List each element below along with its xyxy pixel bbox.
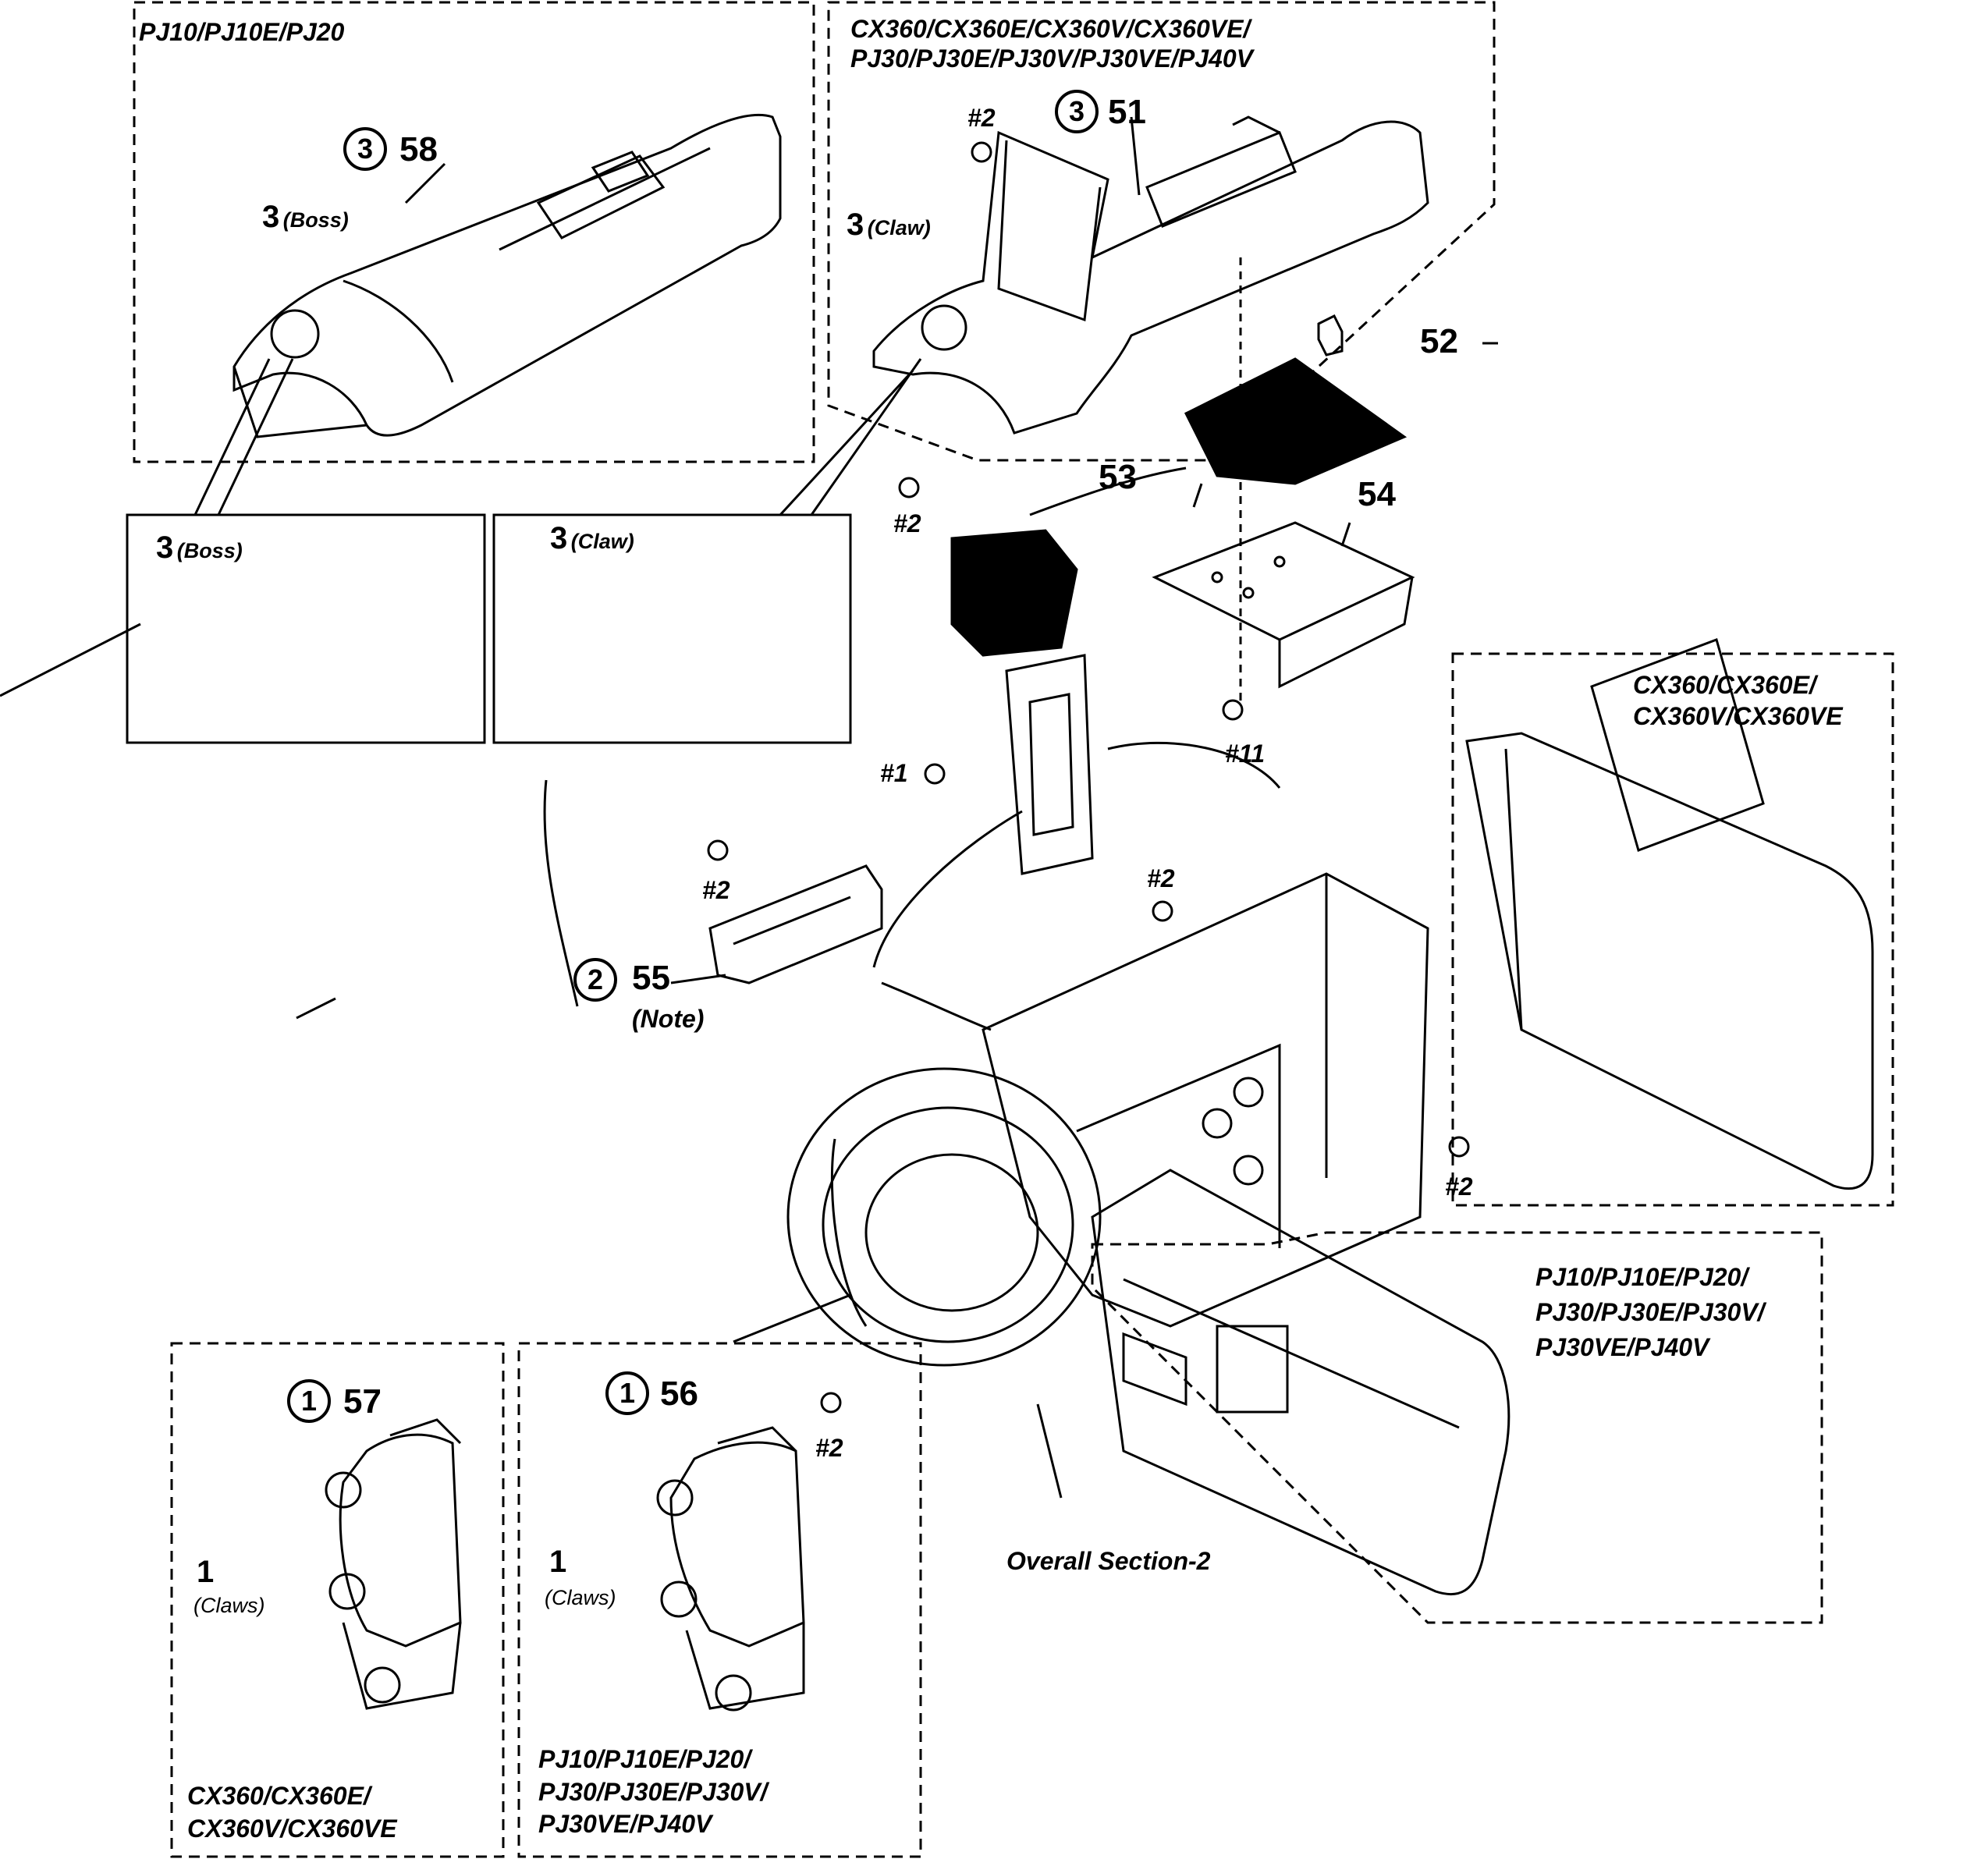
grip-56 <box>656 1426 805 1712</box>
box-bottom-mid <box>517 1342 922 1858</box>
step-number-circle: 2 <box>573 958 617 1002</box>
step-number-circle: 1 <box>287 1379 331 1423</box>
top-cover-58 <box>233 113 782 438</box>
models-line: CX360V/CX360VE <box>187 1814 397 1843</box>
box-bottom-left <box>170 1342 505 1858</box>
step-number-circle: 3 <box>343 127 387 171</box>
boss-callout-text: (Boss) <box>282 208 349 232</box>
claws-callout-text: (Claws) <box>193 1594 265 1617</box>
screw-label: #2 <box>1147 864 1175 892</box>
models-label-right-upper: CX360/CX360E/ CX360V/CX360VE <box>1633 669 1843 732</box>
lcd-panel-upper <box>1465 638 1874 1190</box>
boss-callout-detail: 3 (Boss) <box>156 532 243 563</box>
models-line: PJ30VE/PJ40V <box>538 1810 712 1839</box>
detail-box-claw <box>492 513 852 744</box>
overall-section-label: Overall Section-2 <box>1006 1547 1211 1575</box>
models-label-right-lower: PJ10/PJ10E/PJ20/ PJ30/PJ30E/PJ30V/ PJ30V… <box>1535 1260 1765 1364</box>
claw-callout-text: (Claw) <box>570 530 634 553</box>
models-label-bottom-left: CX360/CX360E/ CX360V/CX360VE <box>187 1780 397 1845</box>
part-number-56: 56 <box>660 1375 698 1413</box>
models-line: PJ30/PJ30E/PJ30V/ <box>1535 1297 1765 1326</box>
models-label-bottom-mid: PJ10/PJ10E/PJ20/ PJ30/PJ30E/PJ30V/ PJ30V… <box>538 1744 768 1841</box>
claws-callout-number: 1 <box>549 1545 567 1579</box>
step-number-circle: 1 <box>605 1371 649 1415</box>
models-label-top-left: PJ10/PJ10E/PJ20 <box>139 18 345 46</box>
claw-callout-detail: 3 (Claw) <box>550 523 634 554</box>
claw-callout-text: (Claw) <box>867 216 931 239</box>
screw-label: #2 <box>815 1434 843 1462</box>
part-number-57: 57 <box>343 1382 382 1421</box>
lens-ring <box>786 1067 1102 1367</box>
part-53 <box>950 357 1408 657</box>
inner-frame <box>1005 654 1094 875</box>
claw-callout-number: 3 <box>550 521 568 555</box>
screw-label: #2 <box>702 876 730 904</box>
lcd-panel-lower <box>1091 1169 1511 1596</box>
screw-label: #2 <box>893 509 921 537</box>
detail-box-boss <box>126 513 486 744</box>
part-55 <box>708 864 883 984</box>
box-right-upper <box>1451 652 1894 1207</box>
models-line: PJ30/PJ30E/PJ30V/ <box>538 1777 768 1806</box>
boss-callout-number: 3 <box>156 530 174 565</box>
box-top-left <box>133 1 815 463</box>
boss-callout: 3 (Boss) <box>262 201 349 232</box>
part-number-53: 53 <box>1099 458 1137 496</box>
camera-body <box>982 872 1429 1328</box>
screw-label: #11 <box>1225 740 1266 768</box>
claw-callout-number: 3 <box>847 208 864 242</box>
grip-57 <box>325 1418 462 1710</box>
screw-label: #2 <box>1445 1172 1473 1201</box>
part-number-58: 58 <box>399 130 438 169</box>
claw-callout: 3 (Claw) <box>847 209 931 240</box>
part-number-52: 52 <box>1420 322 1458 360</box>
models-line: PJ10/PJ10E/PJ20/ <box>538 1745 751 1773</box>
claws-callout-text: (Claws) <box>545 1586 616 1609</box>
models-line: PJ10/PJ10E/PJ20/ <box>1535 1263 1748 1291</box>
models-line: CX360/CX360E/ <box>187 1782 371 1810</box>
part-number-54: 54 <box>1358 475 1396 513</box>
note-label: (Note) <box>632 1005 705 1033</box>
claws-callout-number: 1 <box>197 1555 215 1589</box>
models-line: PJ30VE/PJ40V <box>1535 1332 1709 1361</box>
part-52 <box>1317 314 1344 357</box>
models-label-top-right: CX360/CX360E/CX360V/CX360VE/ PJ30/PJ30E/… <box>850 14 1253 74</box>
models-line: PJ30/PJ30E/PJ30V/PJ30VE/PJ40V <box>850 44 1253 73</box>
part-54 <box>1152 521 1415 689</box>
models-line: CX360/CX360E/ <box>1633 671 1816 699</box>
screw-label: #2 <box>967 104 996 132</box>
part-number-51: 51 <box>1108 93 1146 131</box>
boss-callout-number: 3 <box>262 200 280 234</box>
screws <box>707 141 1470 1414</box>
step-number-circle: 3 <box>1055 90 1099 133</box>
screw-label: #1 <box>880 759 908 787</box>
boss-callout-text: (Boss) <box>176 539 243 562</box>
models-line: CX360/CX360E/CX360V/CX360VE/ <box>850 15 1251 43</box>
models-line: CX360V/CX360VE <box>1633 702 1843 730</box>
top-cover-51 <box>872 115 1429 435</box>
part-number-55: 55 <box>632 959 670 997</box>
